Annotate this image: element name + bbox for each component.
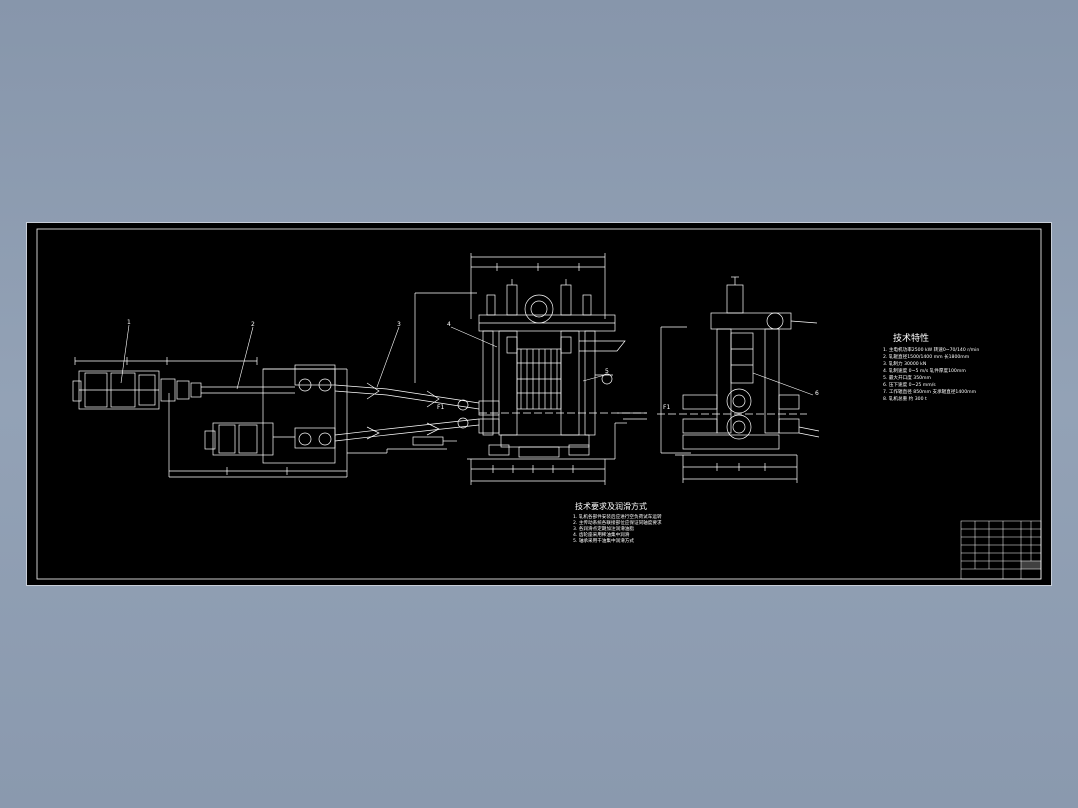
balloon-6: 6 [815, 390, 819, 397]
tech-spec-item: 7. 工作辊直径 850mm 支承辊直径1400mm [883, 388, 977, 395]
balloon-1: 1 [127, 319, 131, 326]
balloon-5: 5 [605, 368, 609, 375]
tech-spec-title: 技术特性 [893, 332, 929, 344]
tech-spec-item: 5. 最大开口度 350mm [883, 374, 932, 381]
balloon-4: 4 [447, 321, 451, 328]
tech-spec-item: 3. 轧制力 30000 kN [883, 360, 926, 367]
tech-spec-block: 技术特性 1. 主电机功率2500 kW 转速0~70/140 r/min 2.… [883, 332, 979, 402]
drawing-frame [36, 228, 1042, 580]
tech-spec-item: 8. 轧机总重 约 300 t [883, 395, 927, 402]
tech-req-title: 技术要求及润滑方式 [575, 501, 647, 511]
rolling-mill-assembly-drawing: 1 2 3 4 5 6 F1 F1 技术特性 1. 主电机功率2500 kW 转… [36, 228, 1042, 580]
mill-stand-front-view [467, 253, 647, 485]
mill-stand-side-view [657, 276, 820, 483]
balloon-3: 3 [397, 321, 401, 328]
balloon-2: 2 [251, 321, 255, 328]
tech-requirements-block: 技术要求及润滑方式 1. 轧机各部件安装后应进行空负荷试车运转 2. 主传动系统… [573, 501, 662, 544]
tech-spec-item: 4. 轧制速度 0~5 m/s 轧件厚度100mm [883, 367, 966, 374]
tech-spec-item: 1. 主电机功率2500 kW 转速0~70/140 r/min [883, 346, 979, 353]
tech-req-item: 5. 轴承采用干油集中润滑方式 [573, 537, 634, 544]
tech-req-item: 1. 轧机各部件安装后应进行空负荷试车运转 [573, 513, 662, 520]
tech-req-item: 2. 主传动系统各联接部位应保证同轴度要求 [573, 519, 662, 526]
tech-req-item: 3. 各润滑点定期加注润滑油脂 [573, 525, 634, 532]
tech-req-item: 4. 齿轮座采用稀油集中润滑 [573, 531, 630, 538]
drawing-sheet: 1 2 3 4 5 6 F1 F1 技术特性 1. 主电机功率2500 kW 转… [26, 222, 1052, 586]
part-leaders [120, 324, 814, 396]
tech-spec-item: 6. 压下速度 0~25 mm/s [883, 381, 936, 388]
rolling-line-label-right: F1 [663, 404, 670, 411]
title-block [960, 520, 1042, 580]
rolling-line-label: F1 [437, 404, 444, 411]
tech-spec-item: 2. 轧辊直径1500/1400 mm 长1800mm [883, 353, 970, 360]
main-drive-train [72, 292, 480, 478]
